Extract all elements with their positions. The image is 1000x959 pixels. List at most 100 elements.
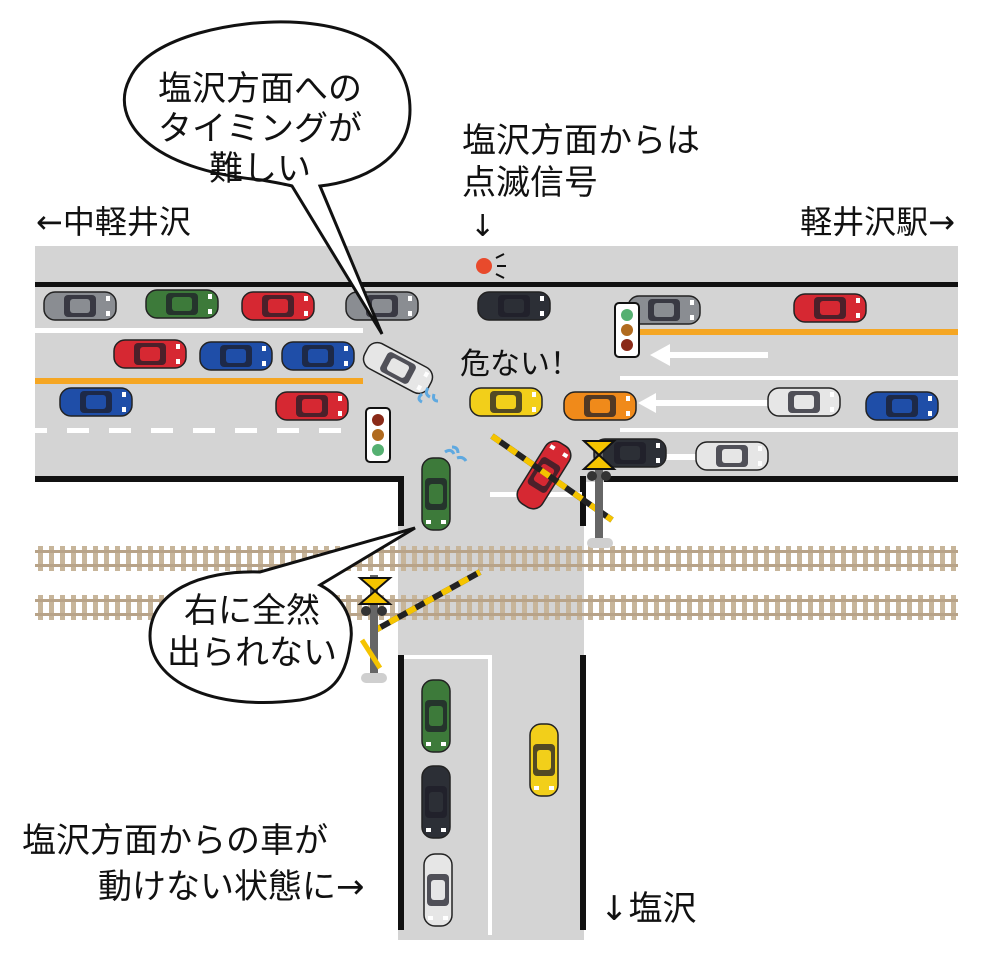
rail-tie: [775, 595, 780, 620]
rail-tie: [951, 595, 956, 620]
rail-tie: [621, 595, 626, 620]
rail-tie: [621, 546, 626, 571]
rail-tie: [819, 546, 824, 571]
rail-tie: [544, 595, 549, 620]
rail-tie: [38, 595, 43, 620]
rail-tie: [687, 595, 692, 620]
south-lane-line: [488, 655, 492, 935]
rail-tie: [632, 595, 637, 620]
rail-tie: [885, 546, 890, 571]
car-icon: [421, 765, 451, 839]
rail-tie: [104, 595, 109, 620]
rail-tie: [159, 546, 164, 571]
rail-tie: [709, 546, 714, 571]
rail-tie: [896, 546, 901, 571]
rail-tie: [610, 595, 615, 620]
rail-tie: [753, 595, 758, 620]
rail-tie: [665, 595, 670, 620]
rail-tie: [907, 546, 912, 571]
rail-tie: [841, 595, 846, 620]
rail-tie: [291, 546, 296, 571]
rail-tie: [60, 546, 65, 571]
danger-label: 危ない！: [460, 347, 580, 382]
car-icon: [865, 391, 939, 421]
rail-tie: [71, 595, 76, 620]
rail-tie: [434, 595, 439, 620]
rail-tie: [786, 546, 791, 571]
rail-tie: [588, 546, 593, 571]
lane-line: [620, 428, 958, 432]
car-icon: [241, 291, 315, 321]
rail-tie: [555, 595, 560, 620]
rail-tie: [654, 595, 659, 620]
car-icon: [145, 289, 219, 319]
bubble-shape: [122, 20, 412, 335]
rail-tie: [170, 546, 175, 571]
rail-tie: [731, 595, 736, 620]
rail-tie: [489, 595, 494, 620]
rail: [35, 613, 958, 616]
rail-tie: [423, 546, 428, 571]
car-icon: [43, 291, 117, 321]
rail-tie: [742, 546, 747, 571]
rail-tie: [676, 595, 681, 620]
rail-tie: [192, 546, 197, 571]
rail-tie: [522, 546, 527, 571]
rail-tie: [456, 595, 461, 620]
rail-tie: [401, 546, 406, 571]
dash: [151, 428, 173, 433]
railroad-crossing-gate-icon: [357, 569, 482, 683]
rail-tie: [247, 546, 252, 571]
rail-tie: [522, 595, 527, 620]
car-icon: [281, 341, 355, 371]
car-icon: [59, 387, 133, 417]
rail-tie: [720, 595, 725, 620]
rail-tie: [357, 595, 362, 620]
dash: [277, 428, 299, 433]
left-direction-label: ←中軽井沢: [36, 203, 191, 241]
rail-tie: [863, 546, 868, 571]
car-icon: [199, 341, 273, 371]
rail-tie: [71, 546, 76, 571]
bubble-top-line-2: タイミングが: [158, 109, 362, 149]
rail-tie: [808, 546, 813, 571]
rail-tie: [830, 546, 835, 571]
rail-tie: [599, 595, 604, 620]
rail-tie: [830, 595, 835, 620]
lane-line: [620, 376, 958, 380]
rail-tie: [874, 546, 879, 571]
signal-note-line-1: 塩沢方面からは: [462, 121, 700, 161]
car-icon: [421, 679, 451, 753]
road-network: [35, 246, 958, 940]
rail-tie: [401, 595, 406, 620]
rail-tie: [49, 595, 54, 620]
rail-tie: [786, 595, 791, 620]
rail-tie: [423, 595, 428, 620]
traffic-light-icon: [365, 407, 391, 463]
rail-tie: [753, 546, 758, 571]
lane-arrow-icon: [638, 393, 768, 413]
rail-tie: [456, 546, 461, 571]
car-icon: [362, 341, 434, 395]
dash: [319, 428, 341, 433]
rail-tie: [467, 595, 472, 620]
car-icon: [477, 291, 551, 321]
rail-tie: [258, 546, 263, 571]
rail-tie: [742, 595, 747, 620]
bottom-note-line-1: 塩沢方面からの車が: [22, 821, 328, 861]
car-icon: [593, 438, 667, 468]
rail-tie: [445, 546, 450, 571]
bubble-shape: [148, 526, 416, 705]
rail-tie: [929, 595, 934, 620]
speech-bubble-top: 塩沢方面への タイミングが 難しい: [122, 20, 412, 335]
rail-tie: [643, 546, 648, 571]
rail-tie: [709, 595, 714, 620]
rail-tie: [181, 546, 186, 571]
car-icon: [793, 293, 867, 323]
rail-tie: [104, 546, 109, 571]
right-direction-label: 軽井沢駅→: [800, 203, 955, 241]
rail-tie: [929, 546, 934, 571]
dash: [193, 428, 215, 433]
rail-tie: [203, 546, 208, 571]
